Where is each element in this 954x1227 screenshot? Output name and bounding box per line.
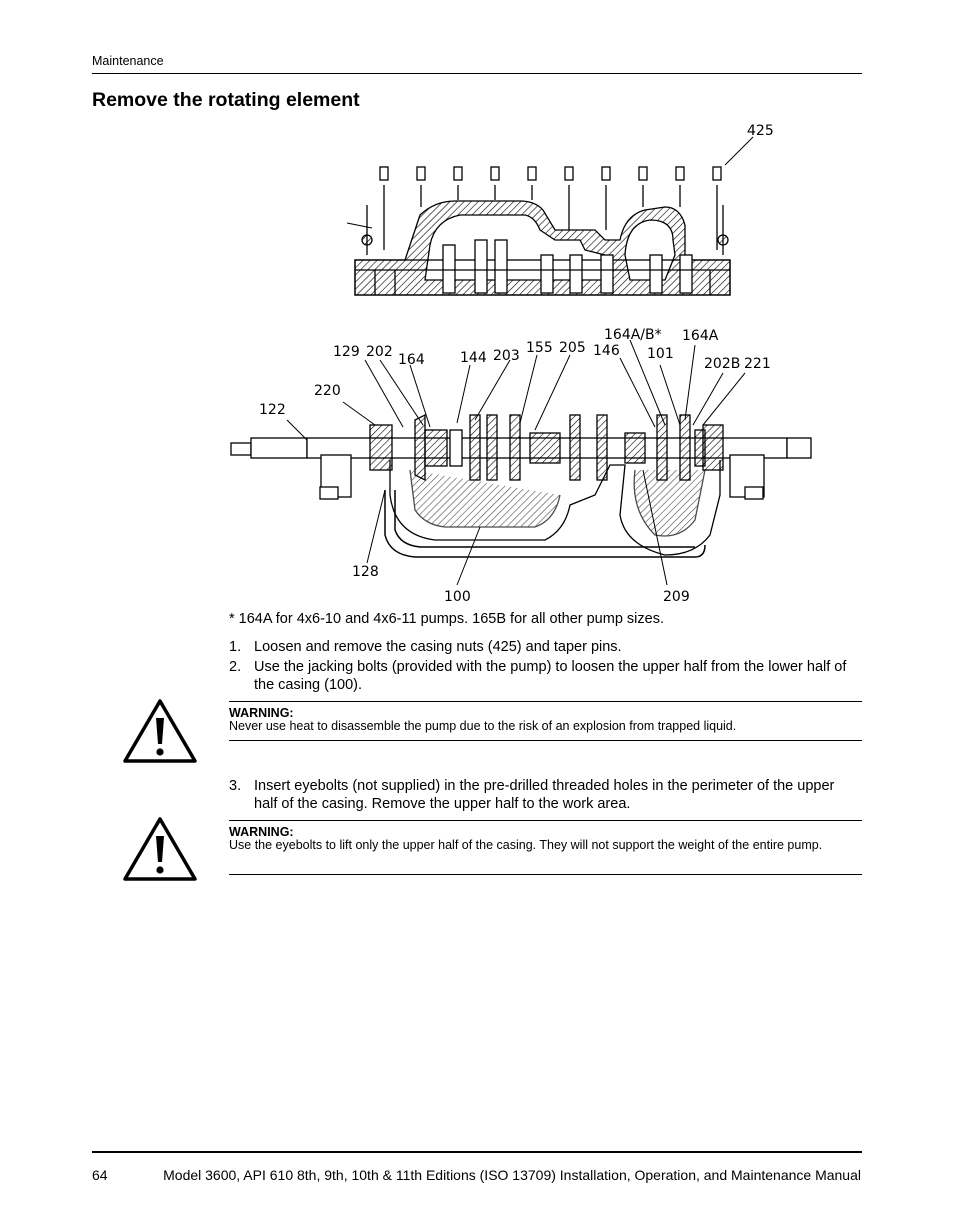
callout-164a: 164A xyxy=(682,328,719,344)
page-number: 64 xyxy=(92,1167,108,1183)
warning-heading: WARNING: xyxy=(229,706,294,720)
casing-studs xyxy=(379,166,722,250)
warning-text: Never use heat to disassemble the pump d… xyxy=(229,719,737,733)
callout-202: 202 xyxy=(366,344,393,360)
warning-heading: WARNING: xyxy=(229,825,294,839)
step-number: 1. xyxy=(229,639,242,655)
callout-122: 122 xyxy=(259,402,286,418)
callout-164ab: 164A/B* xyxy=(604,327,662,343)
upper-casing-half xyxy=(354,166,731,296)
warning-box-heat: WARNING: Never use heat to disassemble t… xyxy=(229,701,862,741)
callout-209: 209 xyxy=(663,589,690,605)
page-title: Remove the rotating element xyxy=(92,89,360,111)
callout-205: 205 xyxy=(559,340,586,356)
step-number: 3. xyxy=(229,778,242,794)
impellers xyxy=(414,413,706,482)
step-3: 3. Insert eyebolts (not supplied) in the… xyxy=(229,777,861,813)
callout-164: 164 xyxy=(398,352,425,368)
step-text: Use the jacking bolts (provided with the… xyxy=(254,659,847,693)
manual-title: Model 3600, API 610 8th, 9th, 10th & 11t… xyxy=(163,1167,861,1183)
callout-144: 144 xyxy=(460,350,487,366)
callout-425: 425 xyxy=(747,123,774,139)
running-header: Maintenance xyxy=(92,54,164,68)
rotating-element xyxy=(230,413,812,558)
warning-icon xyxy=(123,699,197,763)
step-1: 1. Loosen and remove the casing nuts (42… xyxy=(229,638,861,656)
warning-box-eyebolts: WARNING: Use the eyebolts to lift only t… xyxy=(229,820,862,875)
callout-155: 155 xyxy=(526,340,553,356)
callout-221: 221 xyxy=(744,356,771,372)
pump-cross-section-figure: 425 129 202 164 144 203 155 205 146 164A… xyxy=(230,123,812,605)
callout-129: 129 xyxy=(333,344,360,360)
callout-203: 203 xyxy=(493,348,520,364)
warning-text: Use the eyebolts to lift only the upper … xyxy=(229,838,823,852)
step-2: 2. Use the jacking bolts (provided with … xyxy=(229,658,861,694)
callout-146: 146 xyxy=(593,343,620,359)
step-text: Insert eyebolts (not supplied) in the pr… xyxy=(254,778,835,812)
part-callouts: 425 129 202 164 144 203 155 205 146 164A… xyxy=(259,123,774,605)
callout-202b: 202B xyxy=(704,356,740,372)
warning-icon xyxy=(123,817,197,881)
figure-footnote: * 164A for 4x6-10 and 4x6-11 pumps. 165B… xyxy=(229,611,664,627)
callout-128: 128 xyxy=(352,564,379,580)
leader-lines xyxy=(286,136,754,586)
callout-220: 220 xyxy=(314,383,341,399)
step-text: Loosen and remove the casing nuts (425) … xyxy=(254,639,622,655)
callout-100: 100 xyxy=(444,589,471,605)
header-rule xyxy=(92,73,862,74)
callout-101: 101 xyxy=(647,346,674,362)
footer-rule xyxy=(92,1151,862,1153)
step-number: 2. xyxy=(229,659,242,675)
